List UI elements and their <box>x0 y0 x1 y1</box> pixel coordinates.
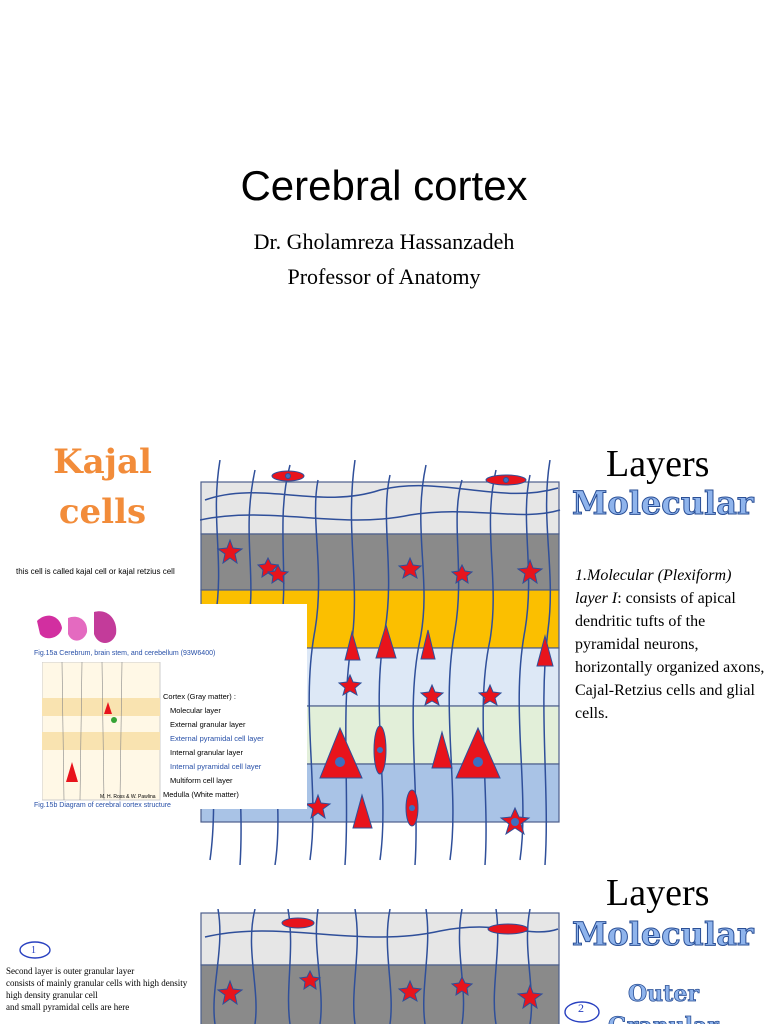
author-role: Professor of Anatomy <box>287 264 481 289</box>
figure-a-caption: Fig.15a Cerebrum, brain stem, and cerebe… <box>34 650 216 657</box>
description-term: 1.Molecular (Plexiform) layer I <box>575 567 732 607</box>
outer-granular-label-1: Outer <box>628 981 700 1008</box>
cortex-gray-matter-title: Cortex (Gray matter) : <box>163 692 236 701</box>
note-line-1: Second layer is outer granular layer <box>6 966 135 976</box>
description-body: : consists of apical dendritic tufts of … <box>575 590 765 722</box>
layer-list-item-1: Molecular layer <box>170 706 221 715</box>
cortex-layer-diagram-2 <box>200 909 560 1024</box>
author-name: Dr. Gholamreza Hassanzadeh <box>253 229 515 254</box>
layers-slide-outer-granular: Layers Molecular 1 Second layer is outer… <box>0 865 768 1024</box>
outer-granular-label-2: Granular <box>608 1013 720 1024</box>
layer-list-item-3: External pyramidal cell layer <box>170 734 264 743</box>
kajal-caption: this cell is called kajal cell or kajal … <box>16 567 175 576</box>
layer-list-item-6: Multiform cell layer <box>170 776 233 785</box>
slide-title: Cerebral cortex <box>240 162 528 209</box>
layers-heading: Layers <box>606 443 710 485</box>
layer-list-item-5: Internal pyramidal cell layer <box>170 762 262 771</box>
molecular-subheading-2: Molecular <box>572 915 755 954</box>
handwritten-circle-1 <box>19 941 51 959</box>
brain-section-images <box>37 611 117 643</box>
layers-slide-molecular: Kajal cells this cell is called kajal ce… <box>0 420 768 865</box>
kajal-title-line1: Kajal <box>53 442 152 482</box>
cortex-micro-diagram <box>42 662 161 801</box>
molecular-layer-description: 1.Molecular (Plexiform) layer I: consist… <box>575 564 765 725</box>
note-line-3: high density granular cell <box>6 990 98 1000</box>
cell-nuclei <box>335 747 519 826</box>
title-slide: Cerebral cortex Dr. Gholamreza Hassanzad… <box>0 0 768 420</box>
medulla-label: Medulla (White matter) <box>163 790 239 799</box>
star-cells <box>216 538 544 836</box>
note-line-2: consists of mainly granular cells with h… <box>6 978 188 988</box>
handwritten-circle-2 <box>564 1001 600 1023</box>
layer-list-item-4: Internal granular layer <box>170 748 243 757</box>
pyramidal-cells <box>319 623 554 829</box>
molecular-subheading: Molecular <box>572 484 755 523</box>
figure-b-caption: Fig.15b Diagram of cerebral cortex struc… <box>34 802 171 809</box>
layers-heading-2: Layers <box>606 872 710 914</box>
figure-credit: M. H. Ross & W. Pawlina <box>100 794 156 800</box>
layer-list-item-2: External granular layer <box>170 720 246 729</box>
textbook-figure-inset: Fig.15a Cerebrum, brain stem, and cerebe… <box>30 604 307 809</box>
handwritten-number-2: 2 <box>578 1001 584 1015</box>
kajal-title-line2: cells <box>58 492 147 532</box>
handwritten-number-1: 1 <box>31 945 36 956</box>
note-line-4: and small pyramidal cells are here <box>6 1002 130 1012</box>
horizontal-cells <box>271 470 527 486</box>
